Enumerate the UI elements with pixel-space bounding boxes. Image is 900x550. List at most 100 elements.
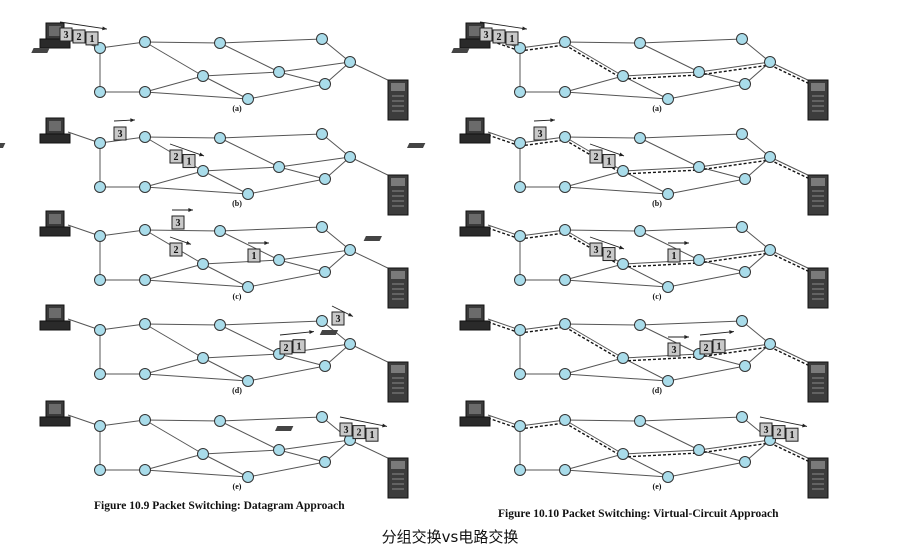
server-icon [807, 457, 829, 499]
network-link [622, 453, 669, 478]
server-link [769, 249, 813, 271]
arrow-head [382, 423, 387, 428]
switch-node [693, 444, 705, 456]
switch-node [94, 137, 106, 149]
virtual-circuit-path [698, 346, 771, 358]
packet-label: 2 [77, 32, 82, 43]
packet [589, 242, 603, 257]
switch-node [559, 131, 571, 143]
virtual-circuit-path [487, 134, 521, 147]
switch-node [634, 225, 646, 237]
switch-node [273, 161, 285, 173]
switch-node [764, 244, 776, 256]
direction-arrow [279, 331, 315, 336]
packet-label: 1 [717, 342, 722, 353]
packet-label: 2 [594, 152, 599, 163]
arrow-head [186, 240, 191, 245]
network-link [247, 271, 326, 288]
network-link [639, 320, 743, 326]
network-link [564, 170, 624, 188]
network-link [278, 449, 326, 463]
network-link [667, 271, 746, 288]
switch-node [693, 254, 705, 266]
switch-node [514, 464, 526, 476]
switch-node [273, 66, 285, 78]
network-link [144, 91, 249, 100]
caption-virtual-circuit: Figure 10.10 Packet Switching: Virtual-C… [498, 508, 779, 520]
virtual-circuit-path [519, 139, 566, 147]
arrow-head [729, 330, 734, 334]
packet [712, 339, 726, 354]
packet [72, 29, 86, 44]
switch-node [634, 415, 646, 427]
packet-label: 1 [252, 251, 257, 262]
virtual-circuit-path [698, 252, 771, 264]
switch-node [197, 352, 209, 364]
network-link [622, 75, 669, 100]
network-link [564, 419, 624, 455]
network-link [321, 226, 351, 251]
switch-node [736, 33, 748, 45]
server-icon [387, 361, 409, 403]
network-link [144, 323, 221, 326]
arrow-head [619, 245, 624, 250]
packet-label: 2 [357, 428, 362, 439]
virtual-circuit-path [698, 442, 771, 454]
server-icon [807, 267, 829, 309]
network-link [219, 38, 323, 44]
switch-node [94, 464, 106, 476]
network-link [564, 41, 641, 44]
server-link [769, 439, 813, 461]
switch-node [94, 230, 106, 242]
switch-node [94, 274, 106, 286]
packet-group: 1 [667, 241, 689, 263]
panel-label: (e) [653, 482, 662, 491]
server-link [769, 61, 813, 83]
packet-group: 1 [247, 241, 269, 263]
virtual-circuit-path [622, 169, 700, 175]
switch-node [634, 319, 646, 331]
panel-label: (a) [652, 104, 662, 113]
network-link [564, 75, 624, 93]
network-link [219, 324, 280, 355]
server-link [349, 249, 393, 271]
switch-node [214, 225, 226, 237]
switch-node [559, 274, 571, 286]
switch-node [139, 131, 151, 143]
computer-icon [39, 304, 71, 331]
network-link [698, 439, 771, 451]
switch-node [316, 128, 328, 140]
switch-node [514, 230, 526, 242]
switch-node [94, 368, 106, 380]
packet-label: 1 [297, 342, 302, 353]
arrow-head [188, 208, 193, 212]
network-link [202, 263, 249, 288]
virtual-circuit-path [564, 232, 624, 268]
switch-node [319, 173, 331, 185]
network-link [278, 259, 326, 273]
packet-group: 3 [667, 335, 689, 357]
network-link [564, 41, 624, 77]
network-link [639, 420, 700, 451]
panel-label: (c) [653, 292, 662, 301]
switch-node [139, 318, 151, 330]
virtual-circuit-path [769, 159, 813, 181]
network-link [144, 229, 221, 232]
packet-group: 3 [113, 118, 136, 141]
packet-label: 3 [64, 30, 69, 41]
packet [331, 311, 345, 326]
computer-icon [39, 210, 71, 237]
packet [602, 247, 616, 262]
network-link [144, 453, 204, 471]
switch-node [214, 37, 226, 49]
network-link [202, 453, 249, 478]
network-link [278, 166, 326, 180]
virtual-circuit-path [622, 452, 700, 458]
switch-node [139, 274, 151, 286]
arrow-head [264, 241, 269, 245]
network-link [639, 324, 700, 355]
arrow-head [802, 423, 807, 428]
direction-arrow [59, 21, 108, 30]
packet-label: 2 [704, 343, 709, 354]
